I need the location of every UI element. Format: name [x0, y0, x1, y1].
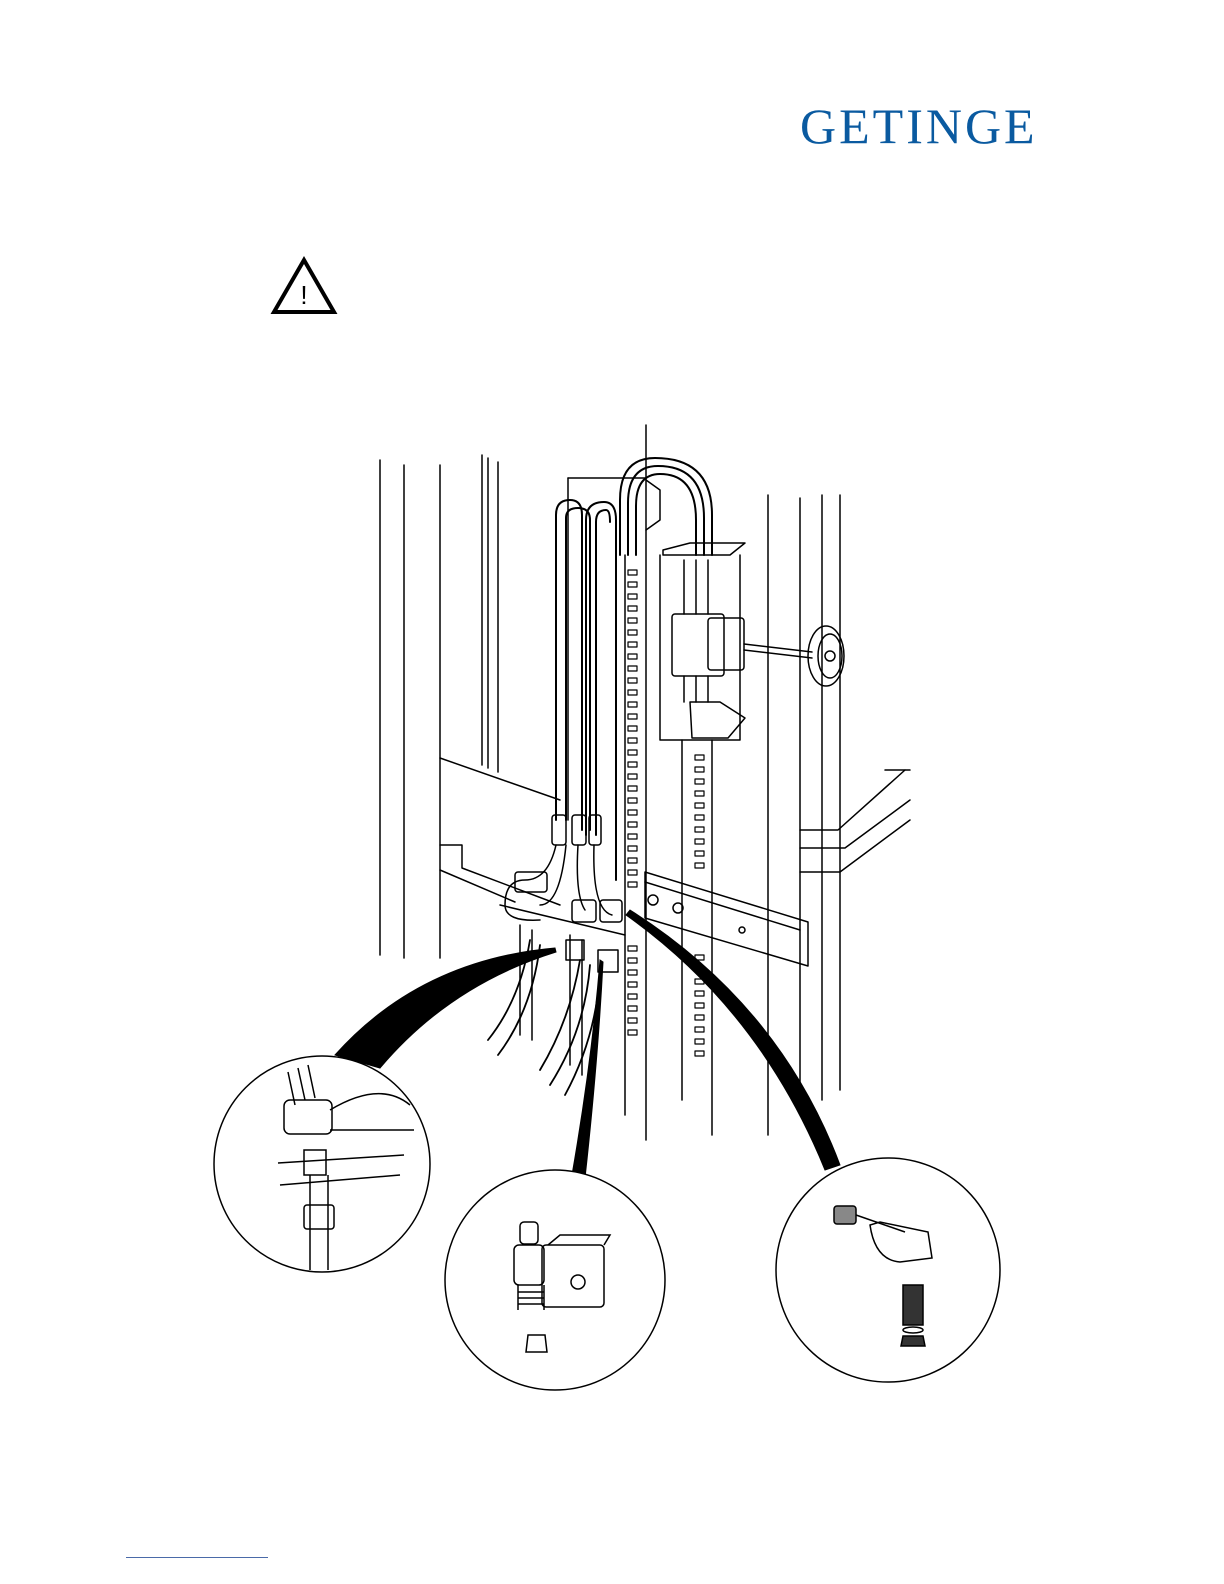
footer-rule	[126, 1557, 268, 1558]
bracket-rail	[645, 872, 808, 966]
cabinet-right-panel	[768, 495, 910, 1135]
rotary-switch-knob	[808, 626, 844, 686]
cabinet-left-panel	[380, 455, 560, 958]
cables	[556, 458, 712, 880]
detail-hose-connection	[214, 1056, 430, 1272]
pipe-manifold	[500, 815, 625, 1075]
installation-illustration	[200, 420, 1020, 1420]
detail-solenoid-valve	[445, 1170, 665, 1390]
detail-strainer	[776, 1158, 1000, 1382]
getinge-logo: GETINGE	[800, 96, 1060, 156]
warning-triangle-icon: !	[270, 256, 338, 316]
warning-symbol: !	[300, 280, 307, 310]
electrical-box	[660, 543, 812, 740]
